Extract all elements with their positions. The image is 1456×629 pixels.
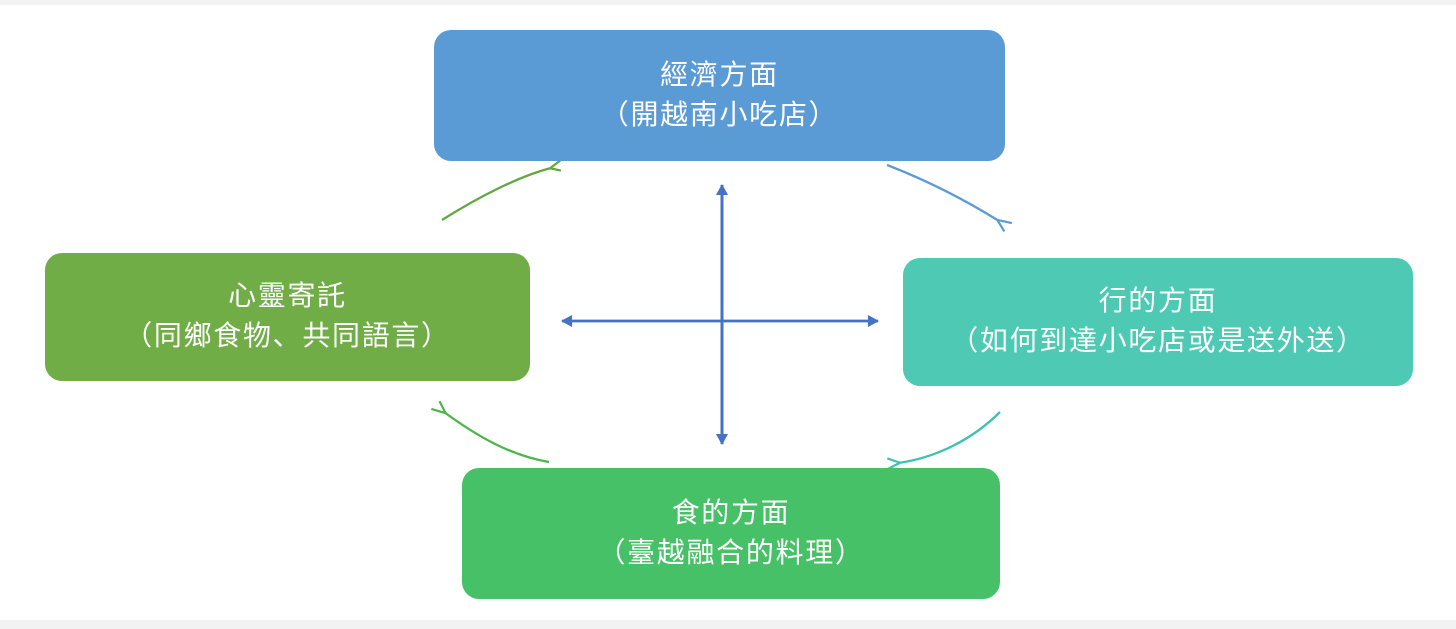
node-food-subtitle: （臺越融合的料理） [597,537,865,569]
connector-food-to-spirit [431,400,550,464]
connector-economy-to-transport [886,163,1013,232]
node-economy-title: 經濟方面 [660,59,779,91]
node-transport-title: 行的方面 [1098,286,1218,318]
slide-top-band [0,0,1456,5]
node-spirit[interactable]: 心靈寄託 （同鄉食物、共同語言） [45,253,530,381]
node-economy[interactable]: 經濟方面 （開越南小吃店） [434,30,1005,161]
node-food[interactable]: 食的方面 （臺越融合的料理） [462,468,1000,599]
node-spirit-subtitle: （同鄉食物、共同語言） [124,321,451,352]
node-spirit-title: 心靈寄託 [228,281,347,313]
slide-bottom-band [0,620,1456,629]
node-transport-subtitle: （如何到達小吃店或是送外送） [950,326,1366,357]
node-economy-subtitle: （開越南小吃店） [600,99,839,131]
connector-transport-to-food [886,411,1001,471]
connector-spirit-to-economy [441,159,562,221]
node-food-title: 食的方面 [671,497,791,529]
node-transport[interactable]: 行的方面 （如何到達小吃店或是送外送） [903,258,1413,386]
